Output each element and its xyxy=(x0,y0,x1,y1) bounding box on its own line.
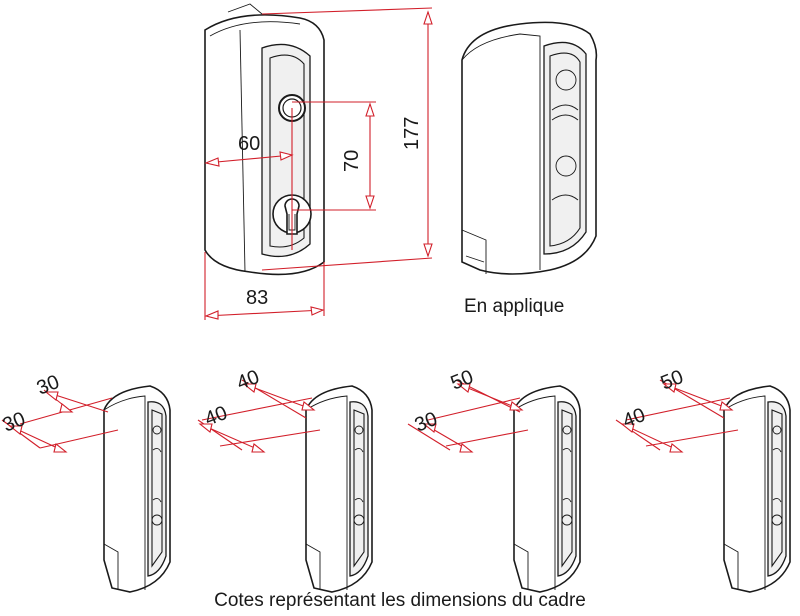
frame-1-depth-a: 30 xyxy=(34,371,63,400)
frame-variant-3 xyxy=(407,379,581,593)
frame-variant-4 xyxy=(615,379,791,593)
surface-mount-frame xyxy=(461,21,598,275)
frame-variant-2 xyxy=(197,379,373,593)
dimension-lines-main xyxy=(204,7,433,320)
front-view-housing xyxy=(204,3,325,276)
dim-height-label: 177 xyxy=(401,117,423,150)
frame-2-depth-a: 40 xyxy=(234,366,263,395)
dim-hole-spacing-label: 70 xyxy=(341,150,363,172)
frame-3-depth-a: 30 xyxy=(412,408,441,437)
dim-width-label: 83 xyxy=(246,287,268,309)
dim-hole-offset-label: 60 xyxy=(238,133,260,155)
frame-variant-1 xyxy=(1,385,171,593)
frame-4-depth-a: 40 xyxy=(620,404,649,433)
frame-4-depth-b: 50 xyxy=(658,366,687,395)
bottom-caption: Cotes représentant les dimensions du cad… xyxy=(214,590,586,611)
surface-mount-label: En applique xyxy=(464,296,564,317)
